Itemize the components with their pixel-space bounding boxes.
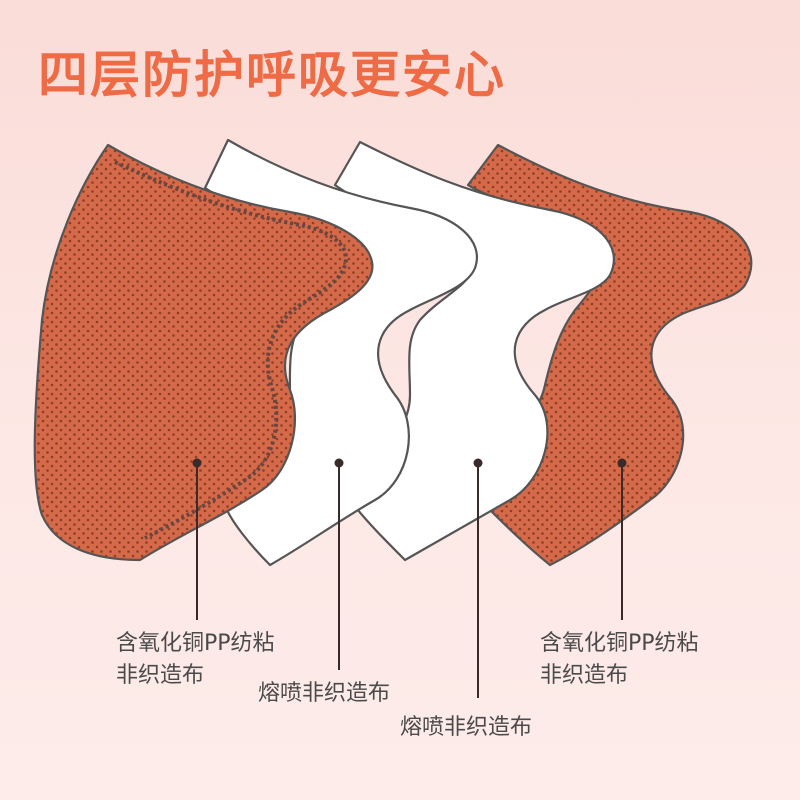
- layer-label-4: 含氧化铜PP纺粘 非织造布: [540, 628, 699, 692]
- layer-label-1-line2: 非织造布: [116, 663, 205, 688]
- pointer-2: [334, 458, 344, 670]
- layer-label-3-line1: 熔喷非织造布: [400, 715, 533, 740]
- pointer-1: [192, 458, 202, 620]
- layer-label-2: 熔喷非织造布: [258, 678, 390, 710]
- layer-label-4-line1: 含氧化铜PP纺粘: [540, 631, 699, 656]
- stitched-seam-line: [114, 160, 348, 540]
- layer-label-1: 含氧化铜PP纺粘 非织造布: [116, 628, 275, 692]
- page-title: 四层防护呼吸更安心: [38, 46, 506, 104]
- layer-outer-left-copper: [33, 143, 374, 562]
- pointer-4: [617, 458, 627, 620]
- layer-label-1-line1: 含氧化铜PP纺粘: [116, 631, 275, 656]
- pointer-3: [473, 458, 483, 698]
- layer-label-3: 熔喷非织造布: [400, 712, 532, 744]
- layer-label-4-line2: 非织造布: [540, 663, 629, 688]
- layer-label-2-line1: 熔喷非织造布: [258, 681, 391, 706]
